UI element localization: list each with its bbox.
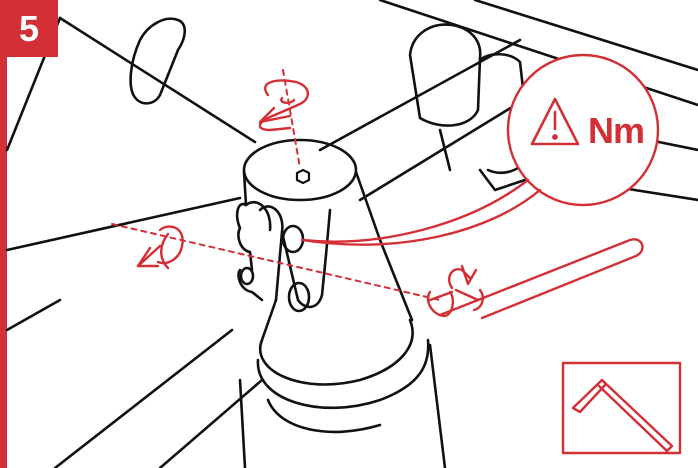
step-number: 5 bbox=[19, 11, 39, 47]
rotate-arrow-icon-left bbox=[138, 227, 183, 268]
step-number-badge: 5 bbox=[0, 0, 58, 57]
torque-unit-text: Nm bbox=[588, 110, 644, 151]
vertical-axis-line bbox=[283, 70, 300, 168]
torque-unit-label: Nm bbox=[588, 113, 644, 149]
step-frame-bar bbox=[0, 0, 7, 468]
rotate-arrow-icon bbox=[260, 81, 308, 130]
allen-key-icon bbox=[428, 239, 643, 318]
hex-bolt-icon bbox=[297, 170, 309, 183]
